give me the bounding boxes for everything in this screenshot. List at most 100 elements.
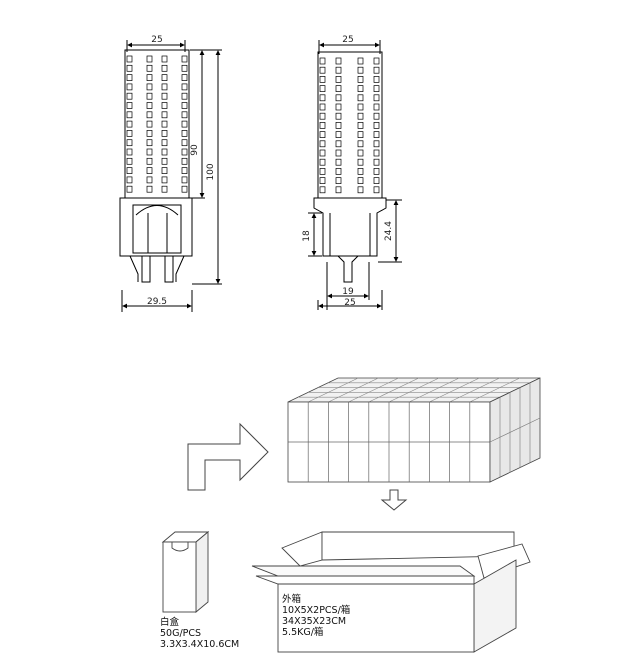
led-chip bbox=[126, 111, 133, 119]
down-arrow-icon bbox=[380, 489, 408, 511]
led-chip bbox=[161, 55, 168, 63]
front-pin-1 bbox=[141, 255, 151, 283]
led-chip bbox=[146, 176, 153, 184]
front-pin-right bbox=[175, 255, 185, 282]
led-chip bbox=[357, 122, 364, 129]
led-chip bbox=[319, 112, 326, 120]
led-chip bbox=[357, 177, 364, 184]
led-chip bbox=[319, 177, 326, 184]
front-dim-height-total-label: 100 bbox=[206, 163, 216, 180]
led-chip bbox=[357, 112, 364, 120]
led-chip bbox=[319, 85, 326, 92]
led-chip bbox=[373, 131, 380, 138]
led-chip bbox=[335, 103, 342, 111]
led-chip bbox=[373, 85, 380, 92]
outer-carton-label: 外箱 10X5X2PCS/箱 34X35X23CM 5.5KG/箱 bbox=[282, 594, 350, 638]
led-chip bbox=[357, 140, 364, 148]
led-chip bbox=[126, 157, 133, 165]
led-chip bbox=[181, 92, 188, 100]
led-chip bbox=[335, 158, 342, 166]
led-chip bbox=[161, 83, 168, 91]
led-chip bbox=[146, 139, 153, 147]
led-chip bbox=[335, 94, 342, 102]
led-chip bbox=[161, 130, 168, 137]
side-dim-width-bottom-label: 25 bbox=[344, 298, 355, 308]
led-chip bbox=[181, 102, 188, 109]
white-box-size: 3.3X3.4X10.6CM bbox=[160, 639, 240, 650]
side-led-grid bbox=[319, 57, 380, 194]
side-dim-base-total-label: 24.4 bbox=[384, 221, 394, 241]
led-chip bbox=[319, 131, 326, 138]
outer-carton-size: 34X35X23CM bbox=[282, 616, 347, 627]
led-chip bbox=[146, 83, 153, 91]
led-chip bbox=[161, 176, 168, 184]
led-chip bbox=[181, 55, 188, 63]
led-chip bbox=[373, 94, 380, 102]
led-chip bbox=[319, 168, 326, 175]
led-chip bbox=[126, 185, 133, 193]
led-chip bbox=[126, 120, 133, 128]
led-chip bbox=[146, 167, 153, 174]
led-chip bbox=[319, 186, 326, 194]
side-pin bbox=[337, 255, 359, 283]
led-chip bbox=[373, 158, 380, 166]
led-chip bbox=[335, 85, 342, 92]
led-chip bbox=[146, 111, 153, 119]
front-dim-width-top-label: 25 bbox=[151, 35, 162, 45]
side-dim-base-height-label: 18 bbox=[302, 230, 312, 242]
led-chip bbox=[181, 120, 188, 128]
led-chip bbox=[161, 102, 168, 109]
led-chip bbox=[335, 112, 342, 120]
led-chip bbox=[161, 139, 168, 147]
led-chip bbox=[319, 57, 326, 65]
led-chip bbox=[126, 130, 133, 137]
led-chip bbox=[161, 185, 168, 193]
led-chip bbox=[146, 130, 153, 137]
led-chip bbox=[319, 94, 326, 102]
lamp-front-view bbox=[119, 40, 222, 312]
led-chip bbox=[357, 103, 364, 111]
led-chip bbox=[335, 122, 342, 129]
led-chip bbox=[181, 83, 188, 91]
outer-carton-drawing bbox=[251, 531, 531, 653]
led-chip bbox=[357, 186, 364, 194]
front-dim-height-body-label: 90 bbox=[190, 144, 200, 156]
led-chip bbox=[161, 64, 168, 72]
led-chip bbox=[335, 66, 342, 74]
led-chip bbox=[181, 74, 188, 81]
led-chip bbox=[161, 120, 168, 128]
led-chip bbox=[335, 131, 342, 138]
side-dim-pin-width-label: 19 bbox=[342, 287, 354, 297]
outer-carton-title: 外箱 bbox=[282, 594, 302, 605]
led-chip bbox=[357, 158, 364, 166]
white-box-title: 白盒 bbox=[160, 617, 180, 628]
led-chip bbox=[126, 55, 133, 63]
led-chip bbox=[335, 177, 342, 184]
white-box-label: 白盒 50G/PCS 3.3X3.4X10.6CM bbox=[160, 617, 239, 650]
led-chip bbox=[357, 131, 364, 138]
led-chip bbox=[161, 74, 168, 81]
led-chip bbox=[161, 92, 168, 100]
led-chip bbox=[357, 149, 364, 157]
led-chip bbox=[126, 102, 133, 109]
led-chip bbox=[319, 158, 326, 166]
lamp-side-view bbox=[308, 40, 402, 310]
led-chip bbox=[373, 76, 380, 83]
led-chip bbox=[357, 57, 364, 65]
bent-arrow-icon bbox=[187, 422, 269, 491]
led-chip bbox=[126, 148, 133, 156]
led-chip bbox=[319, 66, 326, 74]
led-chip bbox=[335, 168, 342, 175]
led-chip bbox=[181, 148, 188, 156]
led-chip bbox=[357, 168, 364, 175]
led-chip bbox=[319, 149, 326, 157]
front-led-grid bbox=[126, 55, 188, 193]
led-chip bbox=[146, 157, 153, 165]
led-chip bbox=[373, 149, 380, 157]
led-chip bbox=[181, 185, 188, 193]
led-chip bbox=[126, 139, 133, 147]
led-chip bbox=[146, 185, 153, 193]
led-chip bbox=[161, 157, 168, 165]
led-chip bbox=[357, 94, 364, 102]
